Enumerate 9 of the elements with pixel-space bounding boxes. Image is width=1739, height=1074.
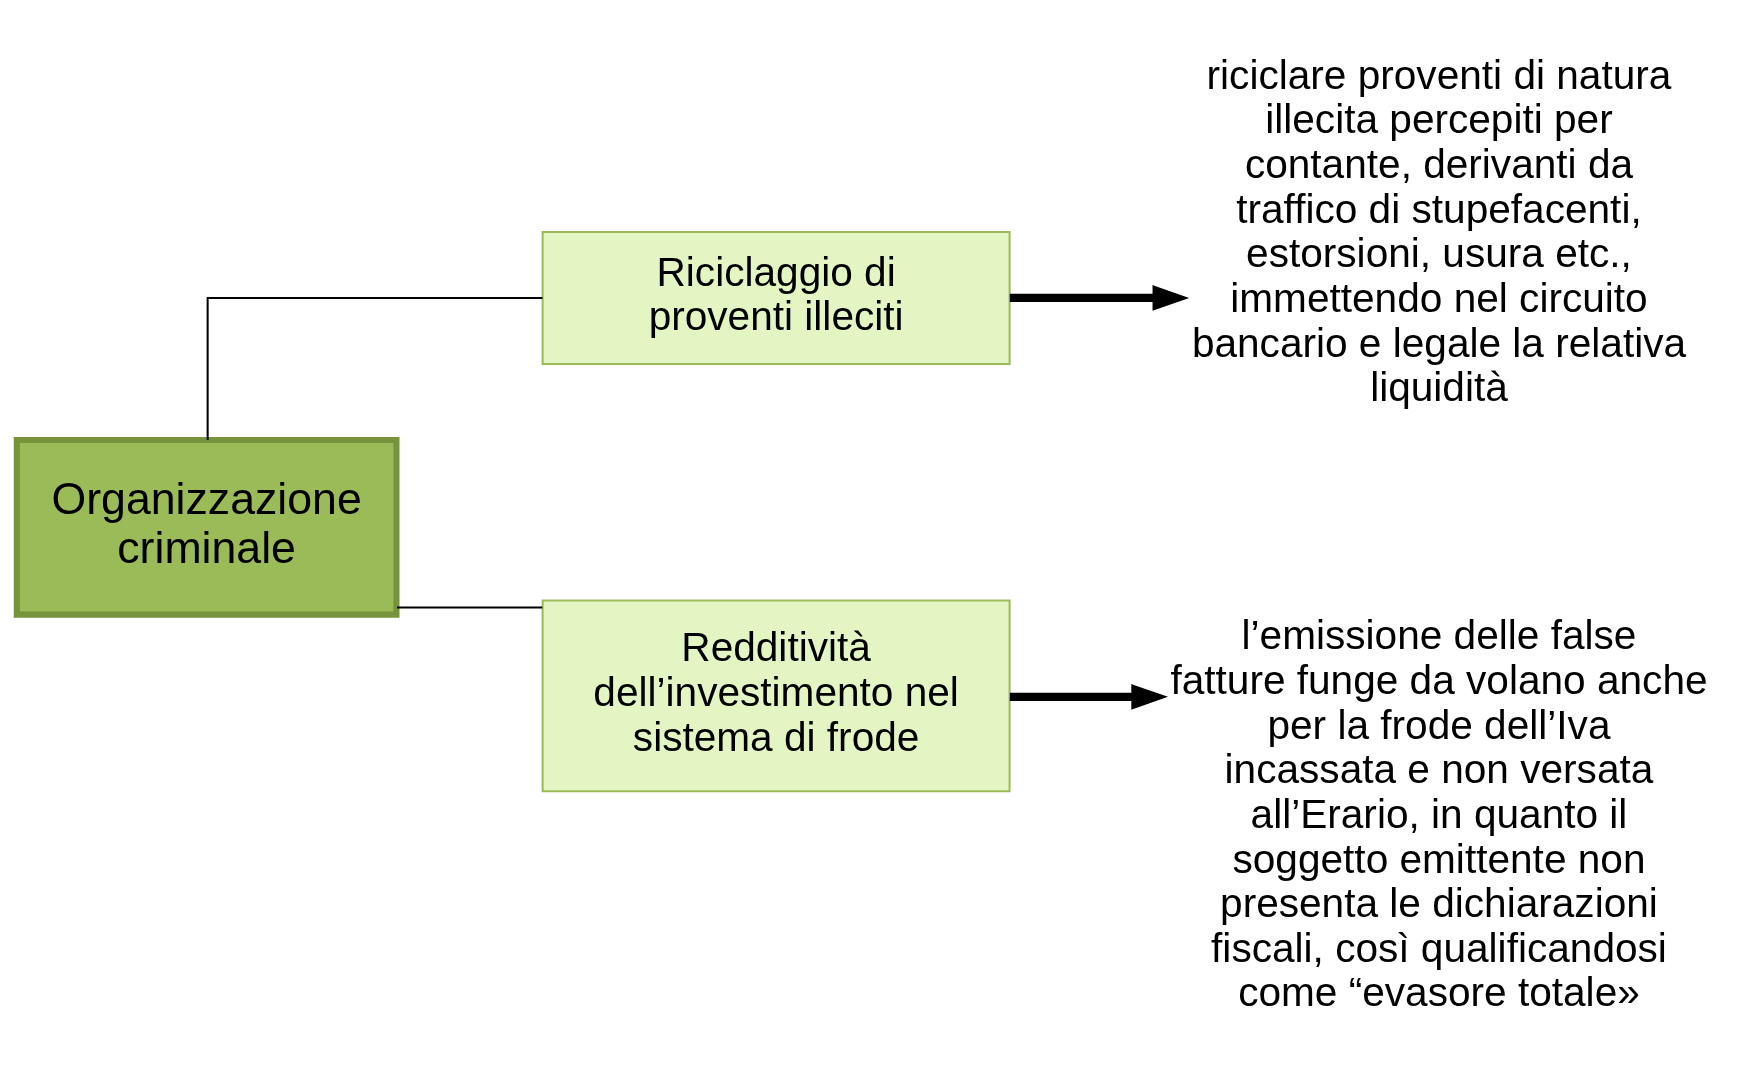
arrow (1009, 683, 1168, 710)
node-box: Redditività dell’investimento nel sistema di frode (541, 598, 1011, 792)
node-box: Riciclaggio di proventi illeciti (541, 230, 1011, 365)
node-text: l’emissione delle false fatture funge da volano anche per la frode dell’Iva incassata e non versata all’Erario, in quanto il soggetto emittente non presenta le dichiarazioni fiscali, così qualificandosi come “evasore totale» (1170, 611, 1708, 1015)
node-box: Organizzazione criminale (13, 436, 400, 618)
node-text: riciclare proventi di natura illecita percepiti per contante, derivanti da traffico di stupefacenti, estorsioni, usura etc., immettendo nel circuito bancario e legale la relativa liquidità (1191, 51, 1687, 410)
connector (206, 296, 543, 440)
arrow (1009, 284, 1190, 311)
connector (397, 606, 543, 609)
